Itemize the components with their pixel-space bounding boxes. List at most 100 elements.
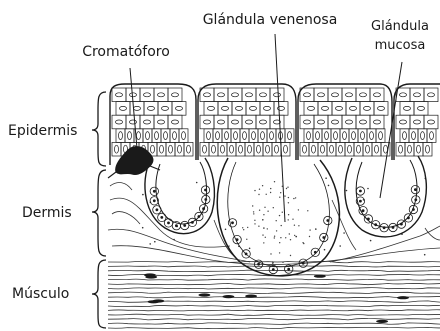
cell-nucleus: [257, 145, 261, 153]
gland-cell-nucleus: [407, 217, 410, 220]
poison-granule: [282, 262, 283, 263]
gland-cell-nucleus: [362, 209, 365, 212]
epidermal-cell: [400, 129, 409, 143]
epidermal-cell: [331, 129, 340, 143]
poison-granule: [280, 192, 281, 193]
poison-granule: [292, 219, 293, 220]
poison-granule: [266, 194, 267, 195]
cell-nucleus: [332, 93, 339, 97]
epidermal-cell: [396, 88, 410, 102]
poison-granule: [254, 223, 255, 224]
epidermal-cell: [346, 102, 360, 116]
muscle-fiber: [108, 292, 440, 293]
epidermal-cell: [409, 129, 418, 143]
cell-nucleus: [212, 145, 216, 153]
cell-nucleus: [172, 93, 179, 97]
label-glandula-mucosa-line1: Glándula: [371, 19, 429, 34]
cell-nucleus: [172, 120, 179, 124]
cell-nucleus: [370, 132, 374, 140]
cell-nucleus: [418, 106, 425, 110]
poison-granule: [279, 252, 280, 253]
cell-nucleus: [312, 145, 316, 153]
epidermal-cell: [204, 129, 213, 143]
epidermal-cell: [214, 88, 228, 102]
epidermal-cell: [327, 142, 336, 156]
cell-nucleus: [218, 120, 225, 124]
epidermal-cell: [304, 102, 318, 116]
cell-nucleus: [119, 132, 123, 140]
cell-nucleus: [430, 132, 434, 140]
muscle-fiber: [108, 279, 440, 280]
cell-nucleus: [250, 106, 257, 110]
poison-granule: [281, 225, 282, 226]
cell-nucleus: [221, 145, 225, 153]
muscle-fiber: [108, 314, 440, 315]
cell-nucleus: [151, 145, 155, 153]
dermis-fiber: [110, 183, 132, 190]
poison-granule: [263, 242, 264, 243]
cell-nucleus: [261, 132, 265, 140]
cell-nucleus: [146, 132, 150, 140]
epidermal-cell: [204, 102, 218, 116]
cell-nucleus: [137, 132, 141, 140]
gland-cell-nucleus: [314, 251, 317, 254]
cell-nucleus: [144, 93, 151, 97]
epidermal-cell: [342, 115, 356, 129]
epidermal-cell: [209, 142, 218, 156]
cell-nucleus: [275, 145, 279, 153]
cell-nucleus: [173, 132, 177, 140]
cell-nucleus: [403, 132, 407, 140]
cell-nucleus: [158, 120, 165, 124]
epidermal-cell: [242, 115, 256, 129]
dermis-dot: [262, 219, 264, 221]
gland-cell-nucleus: [322, 236, 325, 239]
epidermal-cell: [157, 142, 166, 156]
epidermal-cell: [309, 142, 318, 156]
epidermal-cell: [363, 142, 372, 156]
epidermal-cell: [172, 102, 186, 116]
epidermal-cell: [349, 129, 358, 143]
dermis-dot: [142, 194, 144, 196]
gland-cell-nucleus: [153, 199, 156, 202]
cell-nucleus: [379, 132, 383, 140]
epidermal-cell: [410, 115, 424, 129]
mucous-gland-right: [345, 156, 426, 237]
cell-nucleus: [307, 132, 311, 140]
poison-granule: [286, 188, 287, 189]
cell-nucleus: [204, 120, 211, 124]
poison-granule: [279, 215, 280, 216]
dermis-fiber: [332, 200, 356, 250]
poison-granule: [276, 220, 277, 221]
cell-nucleus: [134, 106, 141, 110]
cell-nucleus: [346, 120, 353, 124]
cell-nucleus: [260, 120, 267, 124]
dermis-dot: [424, 254, 426, 256]
epidermal-cell: [170, 129, 179, 143]
epidermal-cell: [328, 88, 342, 102]
label-cromatoforo: Cromatóforo: [82, 44, 170, 60]
cell-nucleus: [246, 93, 253, 97]
dermis-dot: [343, 232, 345, 234]
cell-nucleus: [350, 106, 357, 110]
mucous-gland-left: [145, 158, 214, 234]
epidermal-cell: [161, 129, 170, 143]
epidermal-cell: [228, 115, 242, 129]
muscle-nucleus: [148, 300, 160, 303]
cell-nucleus: [399, 145, 403, 153]
poison-granule: [298, 209, 299, 210]
poison-granule: [254, 220, 255, 221]
gland-cell-nucleus: [167, 222, 170, 225]
poison-granule: [290, 239, 291, 240]
epidermal-cell: [376, 129, 385, 143]
dermis-dot: [225, 229, 227, 231]
epidermal-cell: [372, 142, 381, 156]
epidermal-cell: [423, 142, 432, 156]
cell-nucleus: [384, 145, 388, 153]
dermis-dot: [328, 185, 330, 187]
poison-granule: [242, 227, 243, 228]
leader-glandula-mucosa: [380, 62, 402, 198]
poison-granule: [294, 235, 295, 236]
epidermal-cell: [116, 102, 130, 116]
cell-nucleus: [364, 106, 371, 110]
poison-granule: [303, 243, 304, 244]
